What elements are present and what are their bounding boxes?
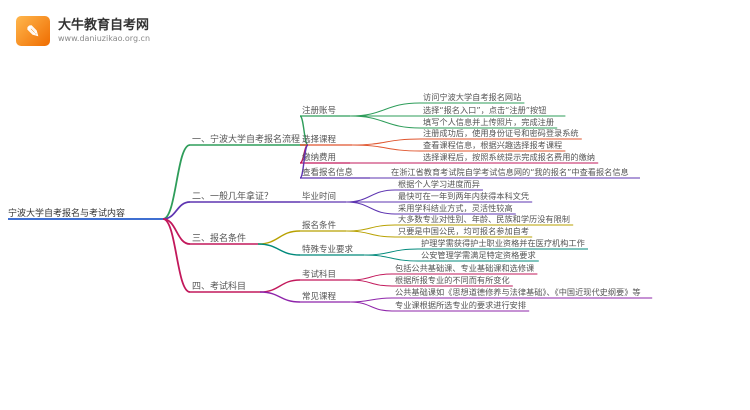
leaf-label: 只要是中国公民，均可报名参加自考	[398, 226, 529, 236]
topic-label: 毕业时间	[302, 191, 336, 202]
leaf-connector	[349, 273, 393, 281]
leaf-label: 公安管理学需满足特定资格要求	[421, 250, 536, 260]
leaf-label: 专业课根据所选专业的要求进行安排	[395, 300, 526, 310]
leaf-connector	[351, 144, 421, 152]
leaf-connector	[351, 138, 421, 146]
leaf-connector	[345, 230, 396, 238]
topic-label: 缴纳费用	[302, 152, 336, 163]
topic-label: 考试科目	[302, 269, 336, 280]
leaf-connector	[349, 297, 393, 303]
leaf-connector	[363, 254, 419, 262]
topic-label: 选择课程	[302, 134, 337, 145]
leaf-label: 根据所报专业的不同而有所变化	[395, 275, 510, 285]
leaf-connector	[345, 224, 396, 232]
leaf-label: 填写个人信息并上传照片，完成注册	[423, 117, 554, 127]
root-node-label: 宁波大学自考报名与考试内容	[8, 207, 125, 219]
leaf-label: 最快可在一年到两年内获得本科文凭	[398, 191, 529, 201]
topic-label: 特殊专业要求	[302, 244, 354, 255]
leaf-label: 采用学科结业方式，灵活性较高	[398, 203, 513, 213]
leaf-connector	[345, 201, 396, 215]
topic-label: 常见课程	[302, 291, 337, 302]
branch-label: 四、考试科目	[192, 280, 246, 292]
leaf-connector	[349, 279, 393, 287]
branch-connector	[162, 144, 191, 220]
topic-connector	[257, 230, 301, 245]
brand-name: 大牛教育自考网	[58, 17, 150, 33]
leaf-label: 包括公共基础课、专业基础课和选修课	[395, 263, 534, 273]
leaf-label: 根据个人学习进度而异	[398, 179, 480, 189]
graduation-book-icon: ✎	[16, 16, 50, 46]
branch-connector	[162, 218, 191, 293]
leaf-connector	[349, 102, 421, 117]
brand-url: www.daniuzikao.org.cn	[58, 33, 151, 43]
site-brand: ✎ 大牛教育自考网 www.daniuzikao.org.cn	[16, 16, 150, 46]
topic-connector	[259, 291, 301, 303]
leaf-label: 注册成功后，使用身份证号和密码登录系统	[423, 128, 579, 138]
topic-connector	[299, 144, 309, 179]
branch-label: 二、一般几年拿证？	[192, 190, 273, 202]
branch-label: 三、报名条件	[192, 232, 246, 244]
topic-connector	[259, 279, 301, 293]
leaf-label: 选择课程后，按照系统提示完成报名费用的缴纳	[423, 152, 595, 162]
leaf-label: 大多数专业对性别、年龄、民族和学历没有限制	[398, 214, 570, 224]
leaf-label: 在浙江省教育考试院自学考试信息网的“我的报名”中查看报名信息	[391, 167, 629, 177]
topic-label: 查看报名信息	[302, 167, 354, 178]
leaf-label: 选择“报名入口”，点击“注册”按钮	[423, 105, 546, 115]
leaf-connector	[349, 115, 421, 129]
leaf-label: 公共基础课如《思想道德修养与法律基础》、《中国近现代史纲要》等	[395, 287, 641, 297]
leaf-label: 护理学需获得护士职业资格并在医疗机构工作	[421, 238, 585, 248]
topic-label: 报名条件	[302, 220, 337, 231]
topic-connector	[257, 243, 301, 256]
leaf-connector	[349, 301, 393, 312]
leaf-connector	[345, 189, 396, 203]
leaf-label: 查看课程信息，根据兴趣选择报考课程	[423, 140, 562, 150]
branch-label: 一、宁波大学自考报名流程	[192, 133, 300, 145]
topic-connector	[299, 115, 309, 146]
topic-label: 注册账号	[302, 105, 336, 116]
leaf-connector	[363, 248, 419, 256]
branch-connector	[162, 201, 191, 220]
leaf-label: 访问宁波大学自考报名网站	[423, 92, 521, 102]
